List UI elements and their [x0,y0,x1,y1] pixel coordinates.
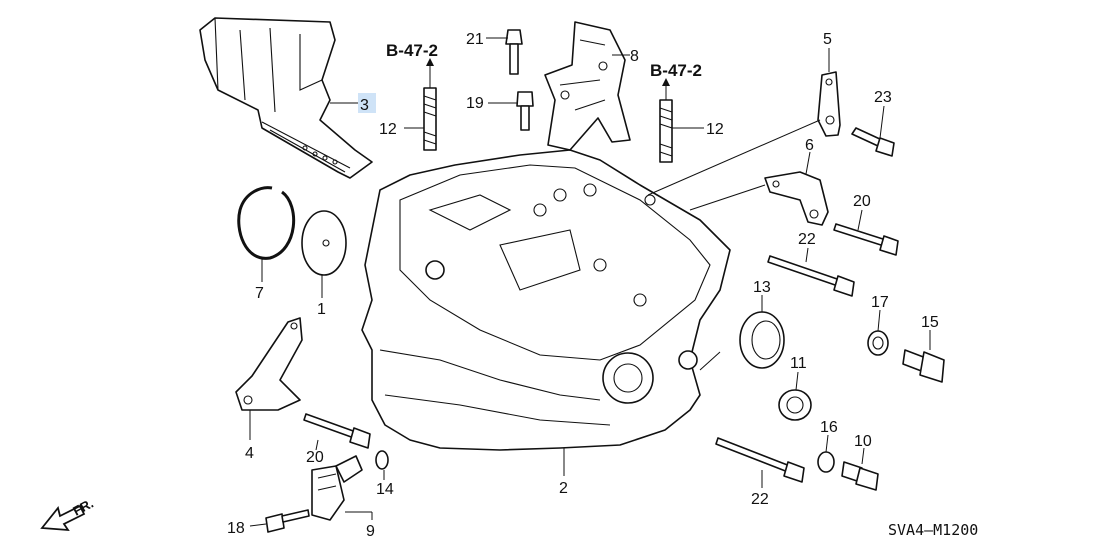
diagram-code: SVA4—M1200 [888,521,978,539]
part-19-bolt[interactable] [516,91,534,131]
part-13-oil-seal[interactable] [739,311,785,369]
callout-22-bottom[interactable]: 22 [751,491,769,508]
callout-5[interactable]: 5 [823,31,832,48]
callout-8[interactable]: 8 [630,48,639,65]
part-2-transmission-housing[interactable] [361,149,731,451]
callout-12-left[interactable]: 12 [379,121,397,138]
part-4-bracket[interactable] [235,317,303,411]
callout-22-top[interactable]: 22 [798,231,816,248]
callout-2[interactable]: 2 [559,480,568,497]
part-6-bracket[interactable] [764,171,829,226]
highlight-part-3 [358,93,376,113]
callout-21[interactable]: 21 [466,31,484,48]
reference-label-left: B-47-2 [386,41,438,60]
callout-6[interactable]: 6 [805,137,814,154]
reference-arrow-right [662,78,670,100]
front-direction-arrow [40,504,86,532]
part-8-bracket[interactable] [544,21,631,151]
part-16-washer[interactable] [817,451,835,473]
leader-lines [249,37,931,527]
callout-9[interactable]: 9 [366,523,375,540]
callout-3[interactable]: 3 [360,97,369,114]
part-9-sensor[interactable] [311,455,363,521]
callout-15[interactable]: 15 [921,314,939,331]
part-22-bolt-top[interactable] [767,255,855,297]
part-21-bolt[interactable] [505,29,523,75]
callout-7[interactable]: 7 [255,285,264,302]
part-10-plug[interactable] [841,461,879,491]
callout-10[interactable]: 10 [854,433,872,450]
part-3-cover[interactable] [199,17,373,179]
part-11-plug[interactable] [778,389,812,421]
callout-4[interactable]: 4 [245,445,254,462]
part-17-washer[interactable] [867,330,889,356]
callout-16[interactable]: 16 [820,419,838,436]
callout-1[interactable]: 1 [317,301,326,318]
callout-13[interactable]: 13 [753,279,771,296]
part-12-stud-right[interactable] [659,99,673,163]
part-14-o-ring[interactable] [375,450,389,470]
part-15-plug[interactable] [902,349,945,383]
reference-label-right: B-47-2 [650,61,702,80]
reference-arrow-left [426,58,434,88]
part-5-bracket[interactable] [817,71,841,137]
callout-12-right[interactable]: 12 [706,121,724,138]
part-20-bolt-left[interactable] [303,413,371,449]
callout-14[interactable]: 14 [376,481,394,498]
callout-19[interactable]: 19 [466,95,484,112]
part-12-stud-left[interactable] [423,87,437,151]
callout-17[interactable]: 17 [871,294,889,311]
part-23-bolt[interactable] [851,127,895,157]
callout-11[interactable]: 11 [790,355,807,372]
part-1-oil-guide-plate[interactable] [301,210,347,276]
callout-20-left[interactable]: 20 [306,449,324,466]
part-7-snap-ring[interactable] [237,186,296,260]
part-18-bolt[interactable] [265,509,310,533]
part-20-bolt-right[interactable] [833,223,899,256]
callout-20-right[interactable]: 20 [853,193,871,210]
callout-23[interactable]: 23 [874,89,892,106]
part-22-bolt-bottom[interactable] [715,437,805,483]
callout-18[interactable]: 18 [227,520,245,537]
